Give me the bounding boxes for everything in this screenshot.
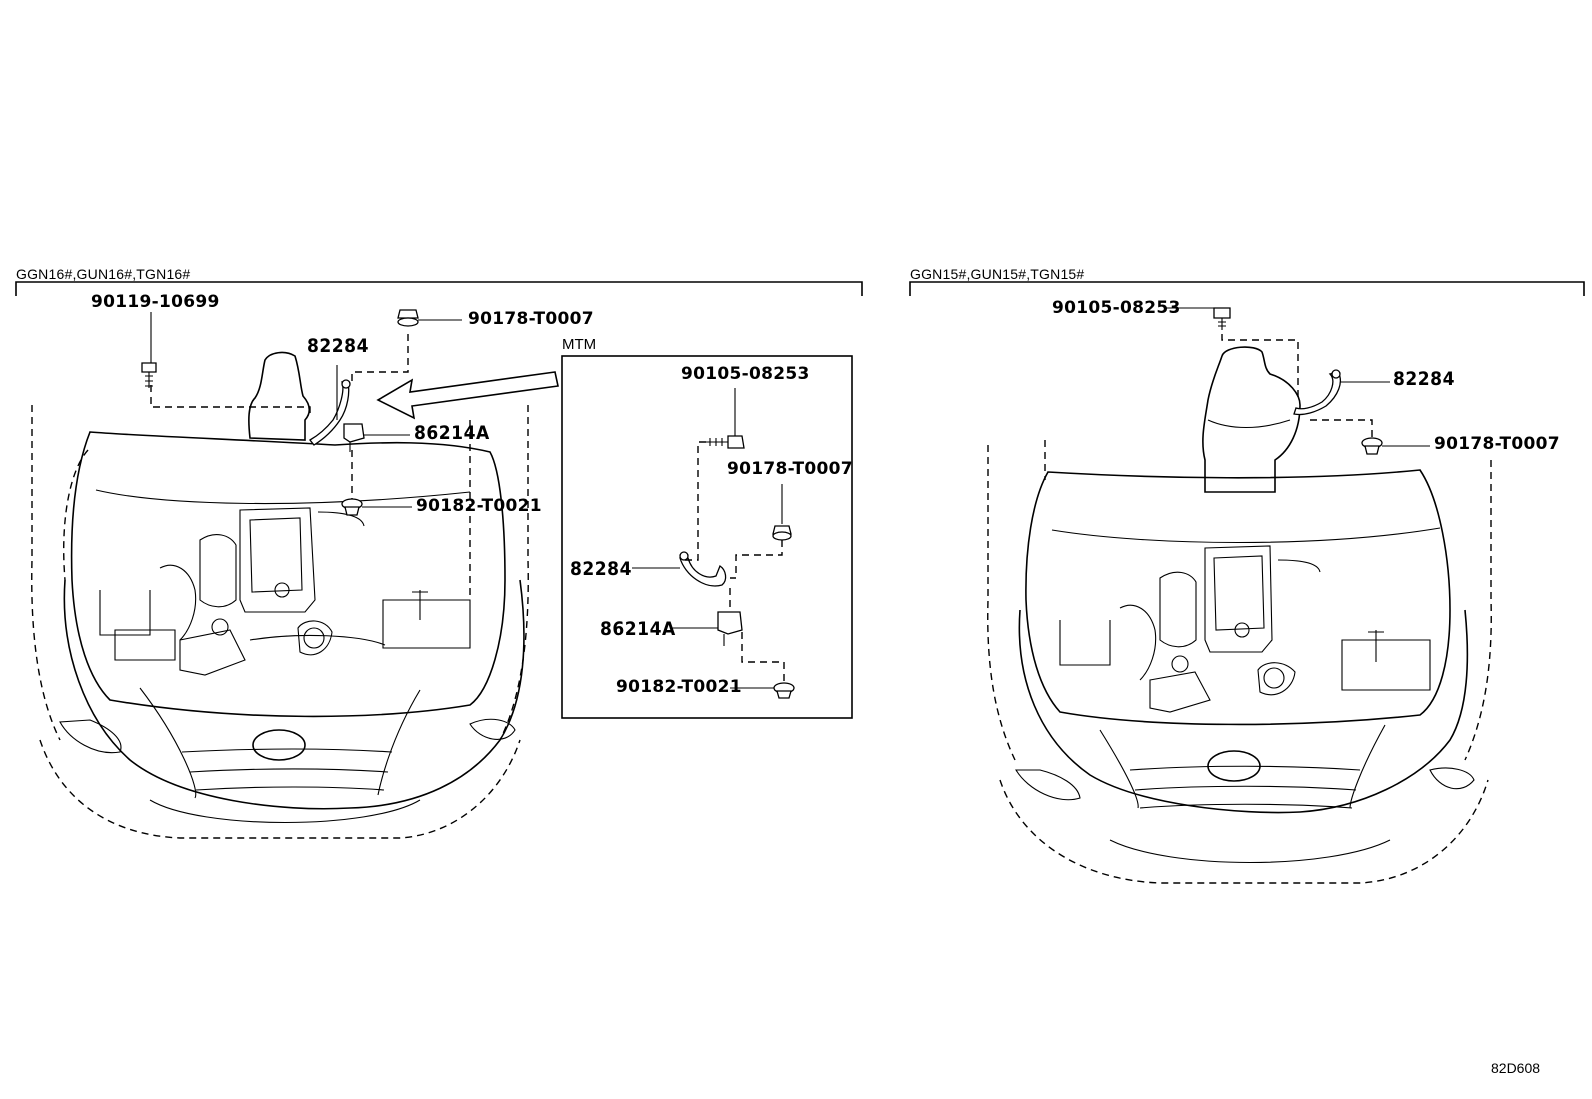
- mtm-inset: [561, 355, 853, 719]
- right-variant-label: GGN15#,GUN15#,TGN15#: [910, 266, 1085, 282]
- left-horn-assembly: [141, 309, 559, 516]
- left-panel-bracket: [15, 281, 863, 296]
- callout-left-86214A[interactable]: 86214A: [414, 422, 490, 444]
- callout-mtm-90182-T0021[interactable]: 90182-T0021: [616, 677, 742, 697]
- callout-left-90178-T0007[interactable]: 90178-T0007: [468, 309, 594, 329]
- callout-right-90105-08253[interactable]: 90105-08253: [1052, 298, 1181, 318]
- callout-mtm-86214A[interactable]: 86214A: [600, 618, 676, 640]
- callout-left-90182-T0021[interactable]: 90182-T0021: [416, 496, 542, 516]
- diagram-code: 82D608: [1491, 1060, 1541, 1076]
- mtm-inset-title: MTM: [562, 336, 597, 353]
- right-horn-assembly: [1166, 307, 1430, 455]
- right-car-outline: [987, 346, 1492, 884]
- callout-mtm-90178-T0007[interactable]: 90178-T0007: [727, 459, 853, 479]
- left-car-outline: [31, 351, 529, 839]
- callout-mtm-90105-08253[interactable]: 90105-08253: [681, 364, 810, 384]
- right-panel-bracket: [909, 281, 1585, 296]
- callout-mtm-82284[interactable]: 82284: [570, 558, 632, 580]
- left-variant-label: GGN16#,GUN16#,TGN16#: [16, 266, 191, 282]
- callout-right-90178-T0007[interactable]: 90178-T0007: [1434, 434, 1560, 454]
- callout-left-82284[interactable]: 82284: [307, 335, 369, 357]
- callout-right-82284[interactable]: 82284: [1393, 368, 1455, 390]
- callout-left-90119-10699[interactable]: 90119-10699: [91, 292, 220, 312]
